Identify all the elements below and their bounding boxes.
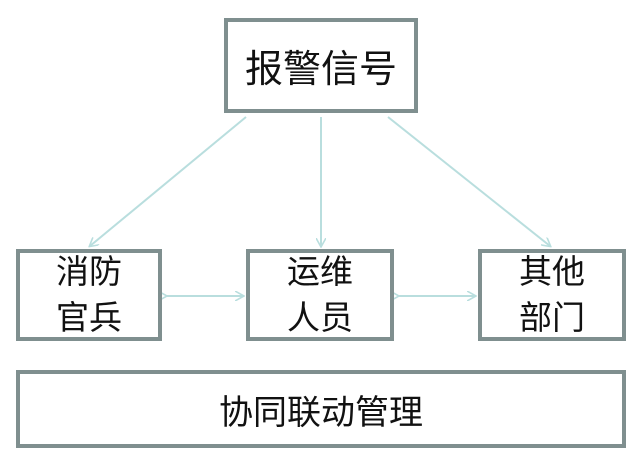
node-other-departments: 其他 部门	[478, 249, 626, 341]
node-operations-staff: 运维 人员	[246, 249, 394, 341]
node-coordinated-management: 协同联动管理	[16, 370, 626, 448]
node-alarm-signal-label: 报警信号	[244, 47, 397, 91]
node-firefighters-label: 消防 官兵	[56, 252, 122, 337]
node-firefighters: 消防 官兵	[16, 249, 162, 341]
node-alarm-signal: 报警信号	[224, 18, 418, 113]
node-other-departments-label: 其他 部门	[519, 252, 585, 337]
arrow-alarm-to-fire	[90, 116, 247, 246]
node-operations-staff-label: 运维 人员	[287, 252, 353, 337]
arrow-alarm-to-other	[387, 116, 550, 246]
node-coordinated-management-label: 协同联动管理	[219, 392, 423, 433]
